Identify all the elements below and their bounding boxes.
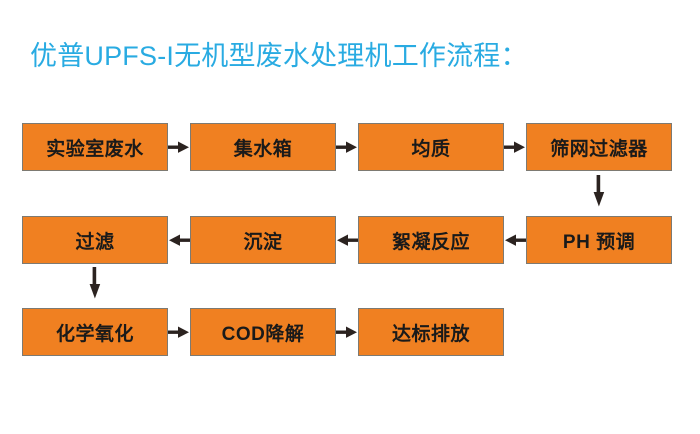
arrow-right-icon [168, 325, 190, 339]
arrow-right-icon [336, 325, 358, 339]
arrow-left-icon [336, 233, 358, 247]
flow-node-collection-tank[interactable]: 集水箱 [190, 123, 336, 171]
flow-node-lab-wastewater[interactable]: 实验室废水 [22, 123, 168, 171]
flow-node-homogenization[interactable]: 均质 [358, 123, 504, 171]
flow-node-label: 筛网过滤器 [550, 138, 648, 160]
page-title: 优普UPFS-I无机型废水处理机工作流程： [30, 41, 528, 71]
flow-node-label: 集水箱 [233, 138, 293, 160]
flow-node-chemical-oxidation[interactable]: 化学氧化 [22, 308, 168, 356]
flow-node-label: COD降解 [221, 323, 305, 345]
flow-node-ph-preadjust[interactable]: PH 预调 [526, 216, 672, 264]
flow-node-screen-filter[interactable]: 筛网过滤器 [526, 123, 672, 171]
flow-row-1: 实验室废水 集水箱 均质 筛网过滤器 [0, 123, 700, 173]
arrow-down-icon [592, 175, 606, 207]
arrow-left-icon [168, 233, 190, 247]
flow-node-label: 过滤 [75, 231, 115, 253]
flow-node-label: 沉淀 [243, 231, 283, 253]
arrow-left-icon [504, 233, 526, 247]
flow-node-label: 化学氧化 [55, 323, 134, 345]
flow-node-sedimentation[interactable]: 沉淀 [190, 216, 336, 264]
flow-node-label: 达标排放 [391, 323, 470, 345]
arrow-right-icon [168, 140, 190, 154]
flow-node-label: PH 预调 [562, 231, 636, 253]
flow-node-compliant-discharge[interactable]: 达标排放 [358, 308, 504, 356]
arrow-right-icon [336, 140, 358, 154]
arrow-right-icon [504, 140, 526, 154]
flow-node-label: 絮凝反应 [391, 231, 470, 253]
flow-node-label: 均质 [411, 138, 451, 160]
flow-node-label: 实验室废水 [46, 138, 144, 160]
arrow-down-icon [88, 267, 102, 299]
flow-node-flocculation[interactable]: 絮凝反应 [358, 216, 504, 264]
flow-row-2: 过滤 沉淀 絮凝反应 PH 预调 [0, 216, 700, 266]
flow-node-filtration[interactable]: 过滤 [22, 216, 168, 264]
flow-row-3: 化学氧化 COD降解 达标排放 [0, 308, 700, 358]
flow-node-cod-degradation[interactable]: COD降解 [190, 308, 336, 356]
